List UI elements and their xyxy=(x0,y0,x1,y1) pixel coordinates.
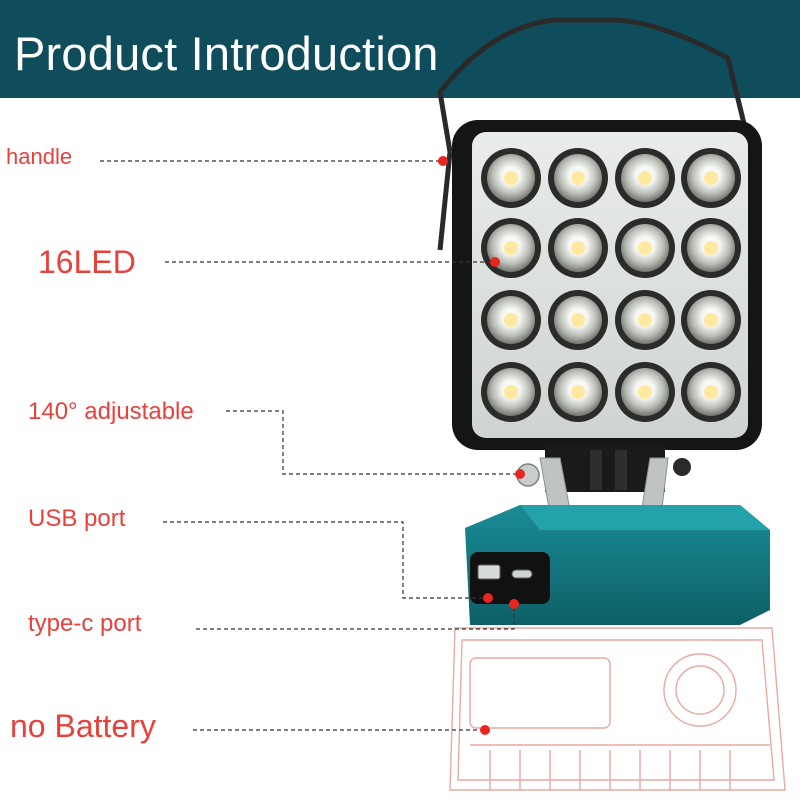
led-icon xyxy=(548,148,608,208)
led-grid xyxy=(481,148,741,422)
battery-outline xyxy=(449,627,786,791)
type-c-port-icon xyxy=(511,569,533,579)
led-icon xyxy=(548,290,608,350)
led-icon xyxy=(681,218,741,278)
led-icon xyxy=(681,290,741,350)
callout-dots xyxy=(438,156,525,735)
led-icon xyxy=(681,148,741,208)
callout-angle: 140° adjustable xyxy=(28,398,194,425)
callout-typec: type-c port xyxy=(28,610,142,637)
callout-lines xyxy=(100,160,520,731)
led-icon xyxy=(548,362,608,422)
callout-usb: USB port xyxy=(28,505,126,532)
callout-battery: no Battery xyxy=(10,708,156,744)
callout-handle: handle xyxy=(6,144,73,169)
led-icon xyxy=(615,362,675,422)
page-title: Product Introduction xyxy=(14,27,439,80)
led-icon xyxy=(548,218,608,278)
handle-icon xyxy=(437,17,751,153)
usb-port-icon xyxy=(477,564,501,580)
header-banner: Product Introduction xyxy=(0,0,800,98)
battery-adapter-base xyxy=(465,505,770,625)
led-icon xyxy=(481,362,541,422)
led-icon xyxy=(481,290,541,350)
led-icon xyxy=(615,148,675,208)
led-icon xyxy=(481,148,541,208)
led-icon xyxy=(681,362,741,422)
led-icon xyxy=(615,218,675,278)
callout-leds: 16LED xyxy=(38,244,136,280)
led-icon xyxy=(481,218,541,278)
led-icon xyxy=(615,290,675,350)
